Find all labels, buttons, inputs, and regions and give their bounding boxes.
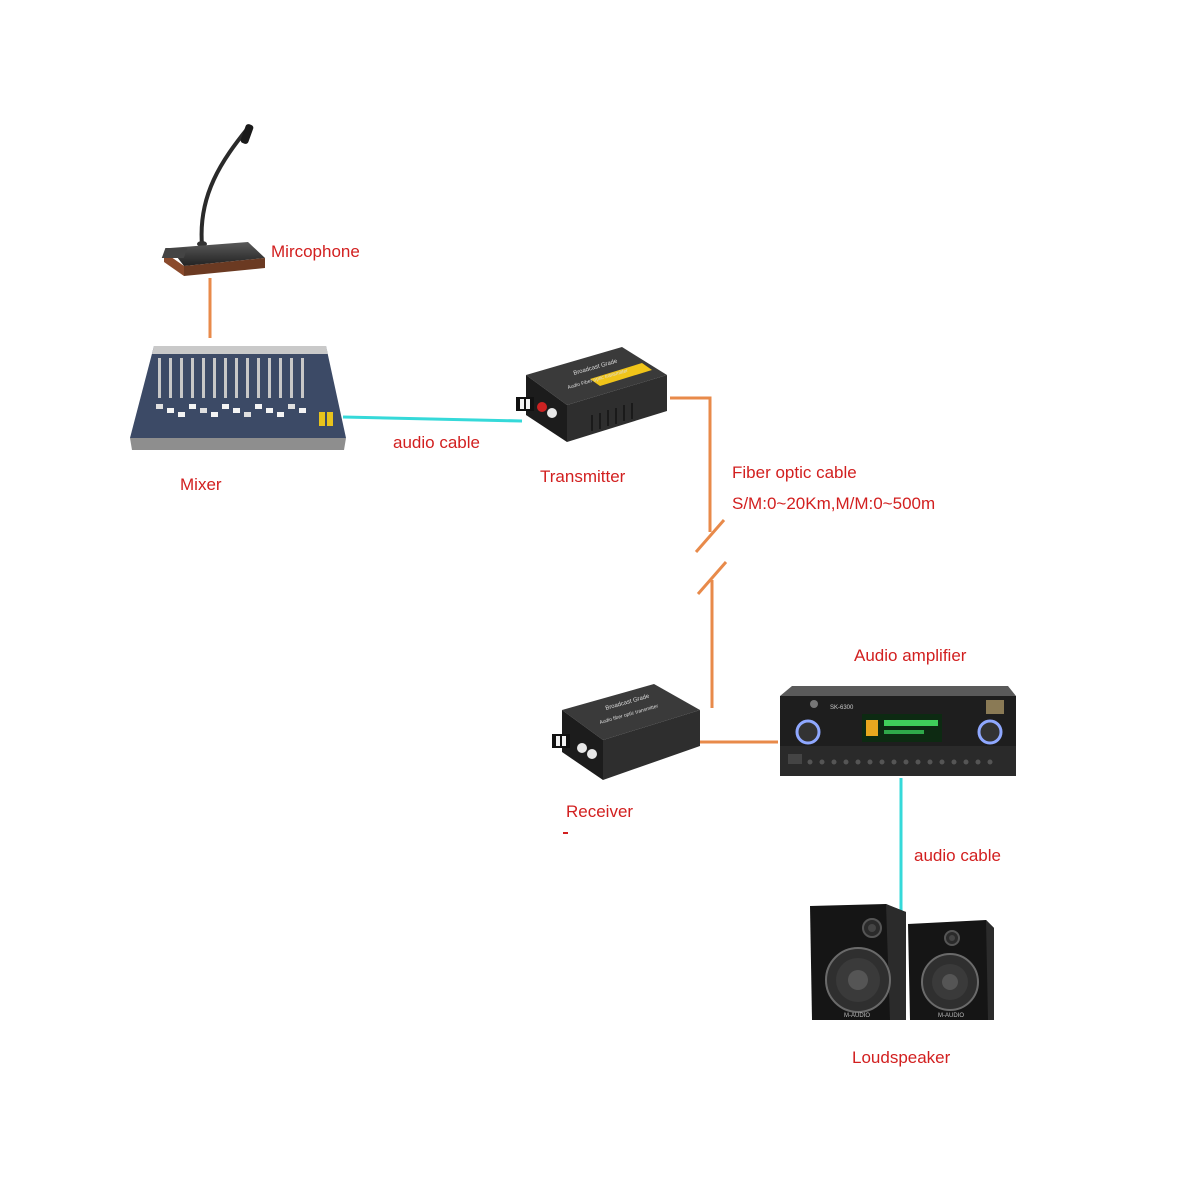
mixer-fader — [189, 404, 196, 409]
mixer-knob-column — [279, 358, 282, 398]
amplifier-front-knob — [939, 759, 945, 765]
mixer-fader — [200, 408, 207, 413]
fiber-optic-cable-label: Fiber optic cable — [732, 463, 857, 482]
mixer-knob-column — [290, 358, 293, 398]
loudspeaker-left-image: M-AUDIO — [810, 904, 906, 1020]
mixer-knob-column — [191, 358, 194, 398]
microphone-label: Mircophone — [271, 242, 360, 261]
stray-dash-mark — [563, 832, 568, 834]
mixer-fader — [288, 404, 295, 409]
receiver-label: Receiver — [566, 802, 634, 821]
transmitter-image: Broadcast Grade Audio Fiber optic transm… — [516, 347, 667, 442]
mixer-knob-column — [235, 358, 238, 398]
amplifier-front-knob — [987, 759, 993, 765]
amplifier-front-knob — [855, 759, 861, 765]
amplifier-front-knob — [975, 759, 981, 765]
speaker-brand-left: M-AUDIO — [844, 1013, 870, 1019]
fiber-break-mark-lower — [696, 561, 728, 595]
mixer-to-transmitter-audio-cable — [342, 415, 523, 423]
amplifier-front-knob — [879, 759, 885, 765]
audio-cable-label-1: audio cable — [393, 433, 480, 452]
mixer-fader — [167, 408, 174, 413]
mixer-knob-column — [268, 358, 271, 398]
mixer-knob-column — [257, 358, 260, 398]
receiver-image: Broadcast Grade Audio fiber optic transm… — [552, 684, 700, 780]
mixer-fader — [178, 412, 185, 417]
mixer-knob-column — [158, 358, 161, 398]
mixer-fader — [156, 404, 163, 409]
amplifier-front-knob — [963, 759, 969, 765]
mixer-image — [130, 346, 346, 450]
amplifier-front-knob — [903, 759, 909, 765]
mixer-fader — [266, 408, 273, 413]
mixer-fader — [211, 412, 218, 417]
mixer-fader — [244, 412, 251, 417]
amplifier-front-knob — [915, 759, 921, 765]
microphone-image — [161, 124, 265, 276]
fiber-optic-cable-spec: S/M:0~20Km,M/M:0~500m — [732, 494, 936, 513]
loudspeaker-label: Loudspeaker — [852, 1048, 951, 1067]
amplifier-front-knob — [891, 759, 897, 765]
mixer-fader — [277, 412, 284, 417]
fiber-break-mark-upper — [694, 519, 726, 553]
mixer-knob-column — [202, 358, 205, 398]
amplifier-front-knob — [843, 759, 849, 765]
amplifier-front-knob — [819, 759, 825, 765]
mixer-fader — [299, 408, 306, 413]
mixer-knob-column — [224, 358, 227, 398]
transmitter-label: Transmitter — [540, 467, 626, 486]
amplifier-front-knob — [927, 759, 933, 765]
mixer-fader — [222, 404, 229, 409]
speaker-brand-right: M-AUDIO — [938, 1013, 964, 1019]
amplifier-front-knob — [807, 759, 813, 765]
mixer-fader — [255, 404, 262, 409]
amplifier-front-knob — [867, 759, 873, 765]
audio-cable-label-2: audio cable — [914, 846, 1001, 865]
amplifier-model-text: SK-6300 — [830, 705, 854, 711]
audio-amplifier-image: SK-6300 — [780, 686, 1016, 776]
mixer-knob-column — [180, 358, 183, 398]
mixer-fader — [233, 408, 240, 413]
mixer-knob-column — [169, 358, 172, 398]
mixer-knob-column — [213, 358, 216, 398]
audio-amplifier-label: Audio amplifier — [854, 646, 967, 665]
mixer-label: Mixer — [180, 475, 222, 494]
mixer-knob-column — [301, 358, 304, 398]
amplifier-front-knob — [831, 759, 837, 765]
amplifier-front-knob — [951, 759, 957, 765]
mixer-knob-column — [246, 358, 249, 398]
loudspeaker-right-image: M-AUDIO — [908, 920, 994, 1020]
fiber-optic-cable-upper — [670, 396, 712, 532]
